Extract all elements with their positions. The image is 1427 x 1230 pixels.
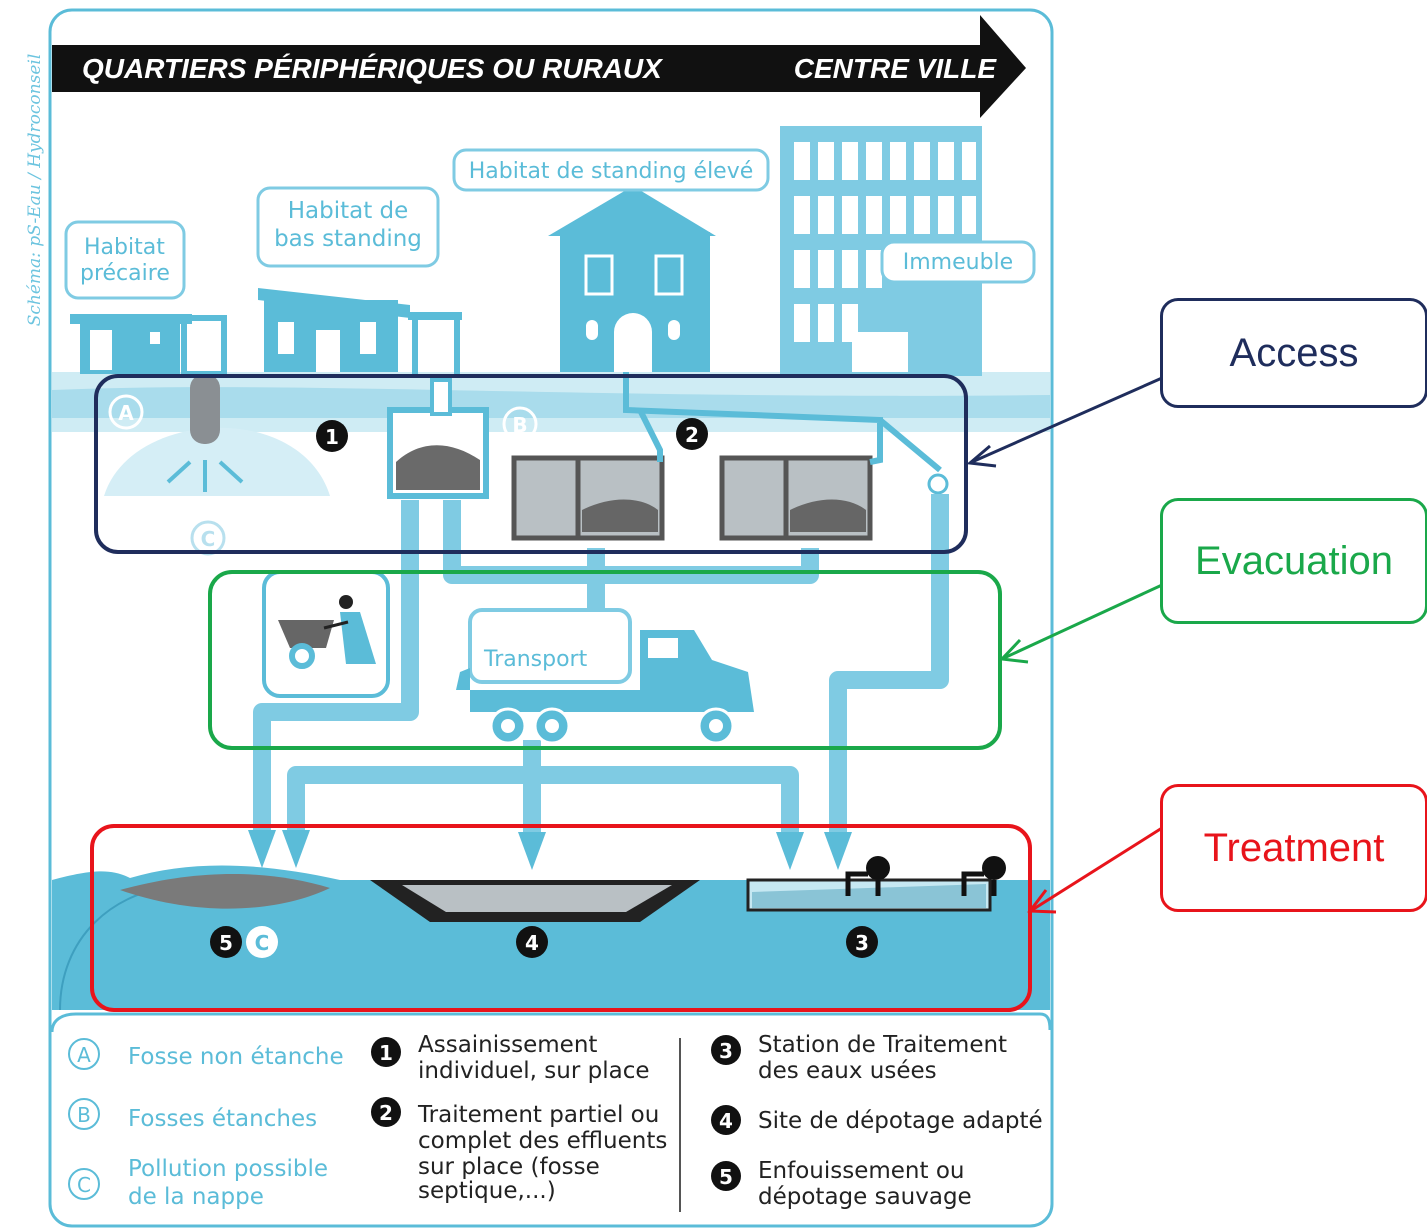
svg-text:Assainissement: Assainissement <box>418 1032 597 1058</box>
legend-item-1: 1 Assainissement individuel, sur place <box>371 1032 650 1084</box>
svg-text:1: 1 <box>379 1041 393 1065</box>
svg-text:5: 5 <box>719 1165 733 1189</box>
marker-1: 1 <box>316 420 348 452</box>
marker-a: A <box>108 394 144 430</box>
ground-layer <box>52 387 1050 418</box>
svg-text:B: B <box>77 1103 91 1127</box>
legend-item-5: 5 Enfouissement ou dépotage sauvage <box>711 1158 972 1210</box>
svg-text:Traitement partiel ou: Traitement partiel ou <box>417 1102 659 1128</box>
wheelbarrow-icon <box>262 570 390 698</box>
svg-text:1: 1 <box>325 425 339 449</box>
svg-text:Habitat de: Habitat de <box>288 198 409 224</box>
svg-text:bas standing: bas standing <box>274 226 422 252</box>
svg-text:C: C <box>201 527 216 551</box>
marker-5: 5 <box>210 926 242 958</box>
access-connector <box>971 376 1163 464</box>
svg-text:A: A <box>118 401 134 425</box>
svg-text:4: 4 <box>719 1109 733 1133</box>
marker-3: 3 <box>846 926 878 958</box>
legend-item-2: 2 Traitement partiel ou complet des effl… <box>371 1097 667 1204</box>
svg-text:individuel, sur place: individuel, sur place <box>418 1058 650 1084</box>
treatment-connector <box>1031 826 1163 912</box>
house-pipes <box>623 372 942 473</box>
svg-text:Fosse non étanche: Fosse non étanche <box>128 1044 344 1070</box>
svg-text:précaire: précaire <box>80 261 170 286</box>
flow-pipes <box>253 494 949 840</box>
svg-text:4: 4 <box>525 931 539 955</box>
svg-text:Habitat: Habitat <box>84 235 165 260</box>
treatment-zone-box <box>90 824 1032 1012</box>
septic-tank-1 <box>511 455 665 541</box>
transport-truck: Transport <box>456 608 754 745</box>
label-immeuble: Immeuble <box>880 240 1036 284</box>
svg-text:2: 2 <box>685 423 699 447</box>
svg-text:Enfouissement ou: Enfouissement ou <box>758 1158 964 1184</box>
svg-text:Fosses étanches: Fosses étanches <box>128 1106 317 1132</box>
label-habitat-bas-standing: Habitat de bas standing <box>256 186 440 268</box>
bas-standing-house <box>258 288 462 378</box>
svg-text:Pollution possible: Pollution possible <box>128 1156 328 1182</box>
svg-text:Site de dépotage adapté: Site de dépotage adapté <box>758 1108 1043 1134</box>
svg-text:3: 3 <box>855 931 869 955</box>
svg-text:de la nappe: de la nappe <box>128 1184 264 1210</box>
svg-text:dépotage sauvage: dépotage sauvage <box>758 1184 972 1210</box>
svg-text:3: 3 <box>719 1039 733 1063</box>
svg-text:C: C <box>255 931 270 955</box>
standing-eleve-house <box>548 186 716 372</box>
svg-text:septique,...): septique,...) <box>418 1178 556 1204</box>
svg-text:B: B <box>512 413 527 437</box>
legend-item-a: A Fosse non étanche <box>68 1038 344 1070</box>
svg-text:2: 2 <box>379 1101 393 1125</box>
septic-tank-2 <box>719 455 873 541</box>
soak-pit <box>190 374 220 444</box>
legend-divider <box>50 1012 1052 1033</box>
transport-label: Transport <box>483 647 588 672</box>
legend-item-3: 3 Station de Traitement des eaux usées <box>711 1032 1007 1084</box>
svg-text:C: C <box>77 1173 91 1197</box>
evacuation-label: Evacuation <box>1195 538 1393 583</box>
banner-right-text: CENTRE VILLE <box>794 53 998 84</box>
label-habitat-precaire: Habitat précaire <box>64 220 186 300</box>
access-callout: Access <box>1160 298 1427 408</box>
marker-b: B <box>502 406 538 442</box>
banner-left-text: QUARTIERS PÉRIPHÉRIQUES OU RURAUX <box>82 53 664 84</box>
sewer-junction <box>927 473 949 495</box>
legend: A Fosse non étanche B Fosses étanches C … <box>68 1032 1043 1210</box>
evacuation-connector <box>1003 583 1163 660</box>
legend-item-c: C Pollution possible de la nappe <box>68 1156 328 1210</box>
marker-c-bottom: C <box>246 926 278 958</box>
svg-text:Station de Traitement: Station de Traitement <box>758 1032 1007 1058</box>
evacuation-callout: Evacuation <box>1160 498 1427 624</box>
marker-4: 4 <box>516 926 548 958</box>
svg-text:des eaux usées: des eaux usées <box>758 1058 937 1084</box>
treatment-station <box>746 856 1006 912</box>
svg-text:sur place (fosse: sur place (fosse <box>418 1154 600 1180</box>
label-habitat-standing-eleve: Habitat de standing élevé <box>452 148 770 192</box>
wild-dump-site <box>120 874 330 909</box>
access-label: Access <box>1229 330 1359 375</box>
svg-text:5: 5 <box>219 931 233 955</box>
svg-text:Habitat de standing élevé: Habitat de standing élevé <box>469 159 754 184</box>
treatment-callout: Treatment <box>1160 784 1427 912</box>
access-zone-box <box>94 374 968 554</box>
seepage-arrows <box>166 460 244 492</box>
treatment-label: Treatment <box>1203 825 1385 870</box>
svg-text:complet des effluents: complet des effluents <box>418 1128 667 1154</box>
pollution-dome <box>104 427 330 496</box>
marker-2: 2 <box>676 418 708 450</box>
banner-arrow <box>52 15 1026 118</box>
svg-text:Immeuble: Immeuble <box>903 250 1013 275</box>
legend-item-b: B Fosses étanches <box>68 1098 317 1132</box>
svg-text:A: A <box>77 1043 91 1067</box>
latrine-pit <box>387 378 489 499</box>
legend-item-4: 4 Site de dépotage adapté <box>711 1105 1043 1135</box>
